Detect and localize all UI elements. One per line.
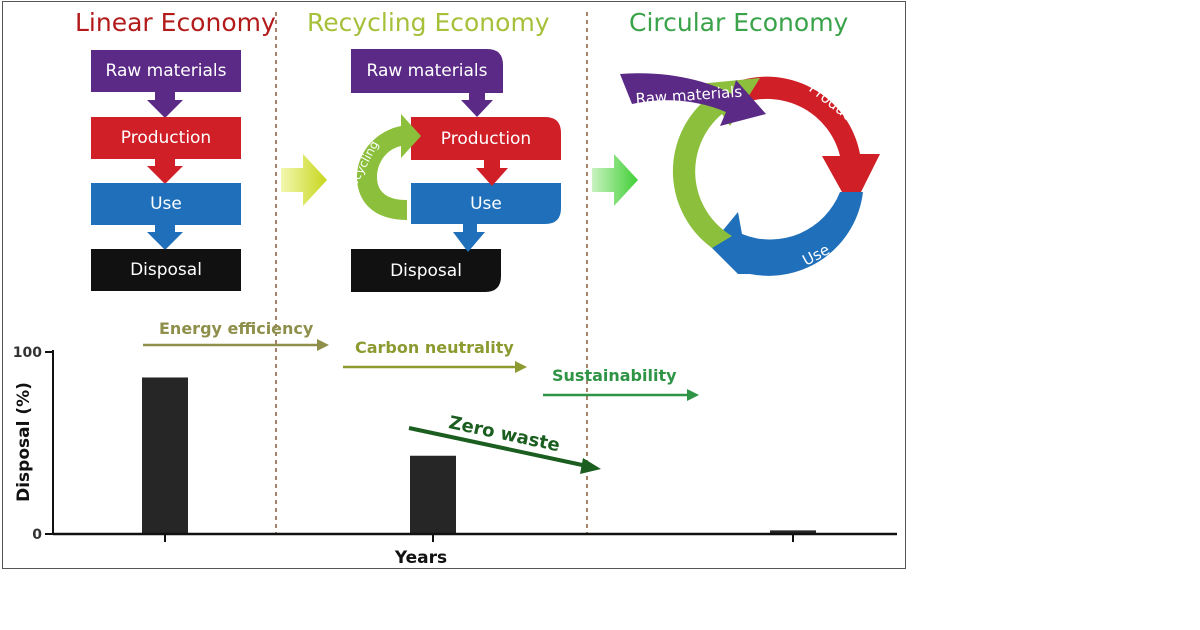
trend-arrow-zero-waste [408, 426, 601, 474]
circular-recycling-arrow [672, 78, 760, 248]
recycling-disposal-box-shape [351, 249, 501, 292]
recycling-economy-title: Recycling Economy [307, 8, 550, 37]
y-tick-label-100: 100 [13, 345, 42, 361]
trend-label-carbon-neutrality: Carbon neutrality [355, 338, 514, 357]
recycling-raw-box-shape [351, 49, 503, 93]
bar-1 [142, 377, 188, 534]
trend-label-sustainability: Sustainability [552, 366, 677, 385]
y-tick-group: 0 100 [13, 345, 53, 543]
transition-arrow-1 [281, 154, 327, 206]
recycling-production-box-shape [411, 117, 561, 160]
linear-economy-title: Linear Economy [75, 8, 276, 37]
disposal-bar-chart: 0 100 Disposal (%) Years [13, 345, 897, 568]
y-tick-label-0: 0 [32, 527, 42, 543]
circular-raw-materials-arrow [620, 73, 766, 126]
bar-group [142, 377, 816, 534]
recycling-raw-materials-label: Raw materials [366, 61, 488, 81]
circular-economy-title: Circular Economy [629, 8, 849, 37]
bar-2 [410, 455, 456, 534]
linear-flow-arrows [147, 90, 183, 250]
economy-diagram: Linear Economy Raw materials Production … [2, 1, 906, 569]
arrow-use-to-disposal [147, 222, 183, 250]
trend-arrow-sustainability [543, 389, 699, 401]
arrow-production-to-use [147, 156, 183, 184]
arrow-production-to-use [476, 158, 508, 186]
linear-production-box: Production [91, 117, 241, 159]
bar-3 [770, 530, 816, 534]
circular-cycle: Raw materials Production Use Recycling [620, 73, 880, 276]
linear-use-box: Use [91, 183, 241, 225]
circular-production-arrow [730, 76, 880, 210]
panel-dividers [275, 12, 588, 534]
transition-arrow-2 [592, 154, 638, 206]
x-axis-label: Years [394, 548, 447, 568]
linear-disposal-box: Disposal [91, 249, 241, 291]
recycling-flow-shapes [351, 49, 561, 292]
arrow-raw-to-production [147, 90, 183, 118]
trend-arrow-carbon-neutrality [343, 361, 527, 373]
trend-arrow-energy-efficiency [143, 339, 329, 351]
arrow-raw-to-production [461, 90, 493, 117]
linear-raw-materials-box: Raw materials [91, 50, 241, 92]
trend-arrows [143, 339, 699, 474]
x-tick-group [164, 534, 794, 542]
recycling-loop-arrow [357, 114, 421, 220]
recycling-disposal-label: Disposal [390, 260, 462, 281]
recycling-use-box-shape [411, 183, 561, 224]
circular-use-arrow [710, 192, 863, 276]
y-axis-label: Disposal (%) [14, 382, 34, 502]
arrow-use-to-disposal [453, 222, 485, 252]
trend-label-energy-efficiency: Energy efficiency [159, 319, 314, 338]
recycling-use-label: Use [470, 193, 502, 214]
recycling-production-label: Production [440, 128, 532, 149]
